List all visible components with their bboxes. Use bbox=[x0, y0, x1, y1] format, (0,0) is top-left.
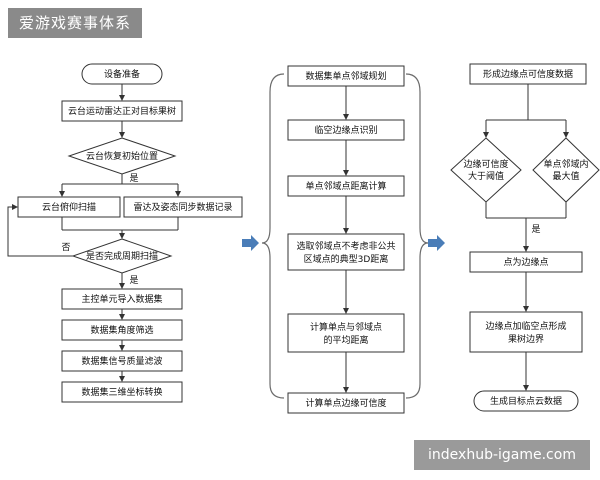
step-average-distance-label-1: 计算单点与邻域点 bbox=[310, 321, 382, 333]
step-angle-filter-label: 数据集角度筛选 bbox=[90, 324, 153, 336]
step-3d-distance-label-1: 选取邻域点不考虑非公共 bbox=[296, 240, 395, 252]
step-neighborhood-plan-label: 数据集单点邻域规划 bbox=[305, 70, 386, 82]
end-terminal bbox=[473, 390, 579, 412]
scan-label: 云台俯仰扫描 bbox=[42, 201, 96, 213]
cond-threshold-label-1: 边缘可信度 bbox=[463, 158, 508, 170]
step-quality-filter-label: 数据集信号质量滤波 bbox=[81, 355, 162, 367]
step-import-label: 主控单元导入数据集 bbox=[81, 293, 162, 305]
step-coord-transform-label: 数据集三维坐标转换 bbox=[81, 386, 162, 398]
right-flow bbox=[450, 63, 600, 412]
step-radar-align-label: 云台运动雷达正对目标果树 bbox=[68, 105, 176, 117]
step-edge-point-label: 点为边缘点 bbox=[503, 256, 548, 268]
left-flow bbox=[7, 63, 243, 403]
step-edge-confidence-box bbox=[287, 392, 405, 414]
step-3d-distance-label-2: 区域点的典型3D距离 bbox=[304, 253, 389, 265]
step-3d-distance-box bbox=[287, 233, 405, 271]
step-confidence-data-label: 形成边缘点可信度数据 bbox=[483, 68, 573, 80]
watermark-top: 爱游戏赛事体系 bbox=[8, 8, 142, 38]
cond-local-max-diamond bbox=[532, 137, 600, 203]
watermark-bottom: indexhub-igame.com bbox=[414, 440, 590, 470]
step-boundary-box bbox=[469, 311, 583, 353]
stage-arrow-1 bbox=[242, 235, 259, 251]
no-label: 否 bbox=[61, 242, 70, 253]
step-distance-calc-label: 单点邻域点距离计算 bbox=[305, 180, 386, 192]
scan-box bbox=[17, 196, 121, 218]
step-boundary-label-1: 边缘点加临空点形成 bbox=[485, 320, 566, 332]
middle-labels: 数据集单点邻域规划 临空边缘点识别 单点邻域点距离计算 选取邻域点不考虑非公共 … bbox=[296, 70, 395, 409]
step-edge-detect-label: 临空边缘点识别 bbox=[314, 124, 377, 136]
yes-label-1: 是 bbox=[129, 173, 138, 184]
decision-reset-label: 云台恢复初始位置 bbox=[86, 150, 158, 162]
cond-threshold-label-2: 大于阈值 bbox=[468, 170, 504, 182]
stage-arrow-2 bbox=[428, 235, 445, 251]
middle-flow bbox=[287, 65, 405, 414]
end-label: 生成目标点云数据 bbox=[490, 395, 562, 407]
sync-record-label: 雷达及姿态同步数据记录 bbox=[133, 201, 232, 213]
cond-threshold-diamond bbox=[450, 137, 522, 203]
decision-cycle-label: 是否完成周期扫描 bbox=[86, 250, 158, 262]
sync-record-box bbox=[123, 196, 243, 218]
cond-local-max-label-2: 最大值 bbox=[552, 170, 579, 182]
cond-local-max-label-1: 单点邻域内 bbox=[543, 158, 588, 170]
step-average-distance-label-2: 的平均距离 bbox=[323, 334, 368, 346]
start-label: 设备准备 bbox=[104, 68, 140, 80]
right-labels: 形成边缘点可信度数据 边缘可信度 大于阈值 单点邻域内 最大值 是 点为边缘点 … bbox=[463, 68, 588, 407]
left-labels: 设备准备 云台运动雷达正对目标果树 云台恢复初始位置 是 云台俯仰扫描 雷达及姿… bbox=[42, 68, 233, 398]
step-coord-transform-box bbox=[61, 381, 183, 403]
step-edge-confidence-label: 计算单点边缘可信度 bbox=[305, 397, 386, 409]
right-yes-label: 是 bbox=[531, 224, 540, 235]
step-boundary-label-2: 果树边界 bbox=[508, 333, 544, 345]
step-average-distance-box bbox=[287, 313, 405, 353]
yes-label-2: 是 bbox=[129, 275, 138, 286]
